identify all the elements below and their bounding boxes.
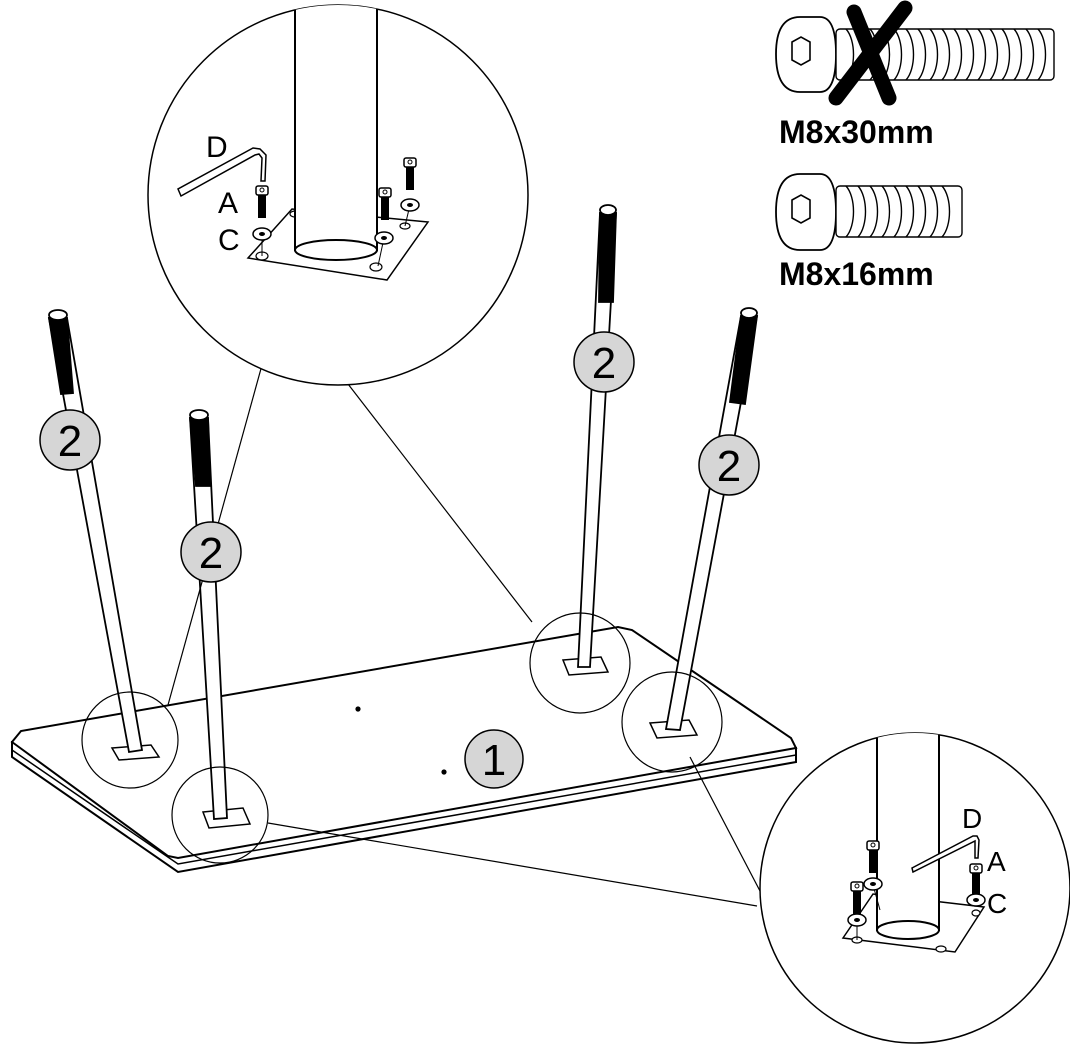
part-badges: 2 2 2 2 1 (39, 331, 760, 789)
tabletop-badge: 1 (464, 729, 524, 789)
highlight-circle (171, 766, 269, 864)
highlight-circle (621, 671, 723, 773)
washer-letter-c: C (987, 888, 1007, 919)
tabletop-hole (355, 706, 361, 712)
mount-plates (110, 656, 699, 829)
leg-badge: 2 (180, 521, 242, 583)
leg-badge: 2 (573, 331, 635, 393)
screw-size-label: M8x16mm (779, 256, 934, 292)
svg-text:2: 2 (58, 417, 82, 466)
screw-letter-a: A (987, 846, 1006, 877)
cross-out-icon (828, 0, 913, 106)
svg-text:1: 1 (482, 736, 506, 785)
svg-text:2: 2 (717, 442, 741, 491)
legs (47, 204, 759, 820)
leg-badge: 2 (39, 409, 101, 471)
detail-circle-top: D A C (147, 4, 529, 386)
tabletop-hole (441, 769, 447, 775)
screw-spec-wrong: M8x30mm (775, 0, 1055, 150)
highlight-circle (529, 612, 631, 714)
screw-spec-correct: M8x16mm (775, 173, 963, 292)
svg-text:2: 2 (592, 339, 616, 388)
screw-letter-a: A (218, 187, 238, 220)
svg-text:2: 2 (199, 529, 223, 578)
highlight-circle (81, 691, 179, 789)
screw-size-label: M8x30mm (779, 114, 934, 150)
leg-badge: 2 (698, 434, 760, 496)
hex-key-letter-d: D (962, 803, 982, 834)
detail-circle-bottom: D A C (759, 732, 1070, 1044)
screw-icon (775, 16, 1055, 93)
screw-icon (775, 173, 963, 251)
hex-key-letter-d: D (206, 131, 228, 164)
washer-letter-c: C (218, 224, 240, 257)
